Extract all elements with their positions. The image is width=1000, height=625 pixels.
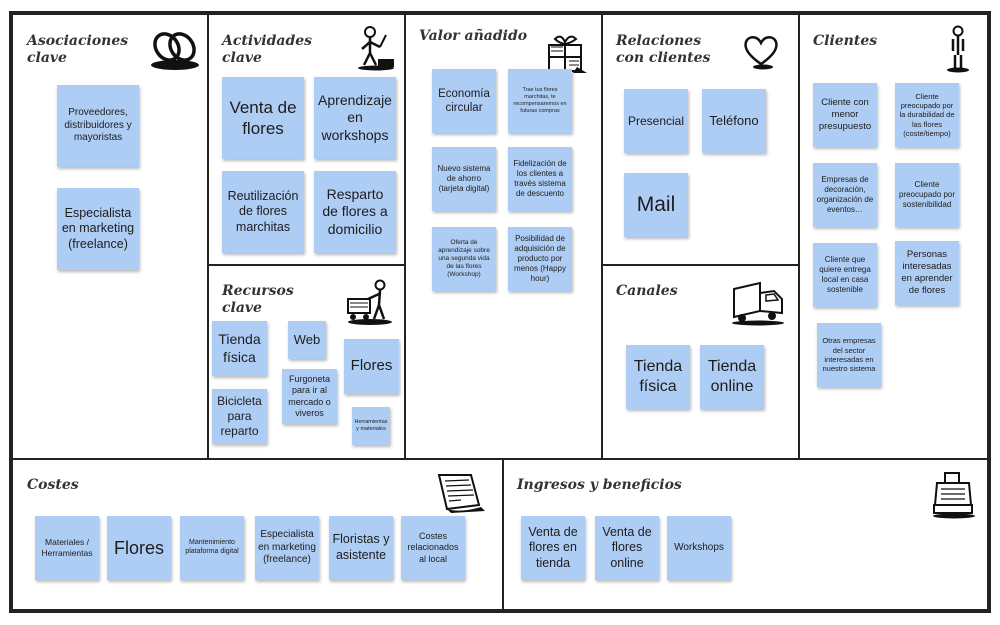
gift-box-icon: [543, 33, 589, 75]
sticky-note: Mantenimiento plataforma digital: [180, 516, 244, 580]
sticky-note: Economía circular: [432, 69, 496, 133]
sticky-note: Cliente preocupado por sostenibilidad: [895, 163, 959, 227]
sticky-note: Especialista en marketing (freelance): [57, 188, 139, 270]
sticky-note: Otras empresas del sector interesadas en…: [817, 323, 881, 387]
block-key-resources: Recursos clave Tienda física Web Flores …: [207, 264, 406, 460]
block-title-key-resources: Recursos clave: [222, 283, 294, 316]
block-title-value-proposition: Valor añadido: [419, 28, 528, 44]
sticky-note: Tienda online: [700, 345, 764, 409]
sticky-note: Costes relacionados al local: [401, 516, 465, 580]
sticky-note: Resparto de flores a domicilio: [314, 171, 396, 253]
sticky-note: Proveedores, distribuidores y mayoristas: [57, 85, 139, 167]
sticky-note: Teléfono: [702, 89, 766, 153]
person-pushing-cart-icon: [346, 279, 394, 327]
standing-person-icon: [945, 25, 971, 73]
sticky-note: Furgoneta para ir al mercado o viveros: [282, 369, 337, 424]
block-customer-relationships: Relaciones con clientes Presencial Teléf…: [601, 14, 800, 266]
sticky-note: Fidelización de los clientes a través si…: [508, 147, 572, 211]
sticky-note: Cliente con menor presupuesto: [813, 83, 877, 147]
cash-register-icon: [931, 471, 977, 519]
sticky-note: Reutilización de flores marchitas: [222, 171, 304, 253]
block-title-revenue-streams: Ingresos y beneficios: [517, 477, 682, 493]
delivery-truck-icon: [730, 281, 786, 327]
sticky-note: Venta de flores en tienda: [521, 516, 585, 580]
sticky-note: Tienda física: [626, 345, 690, 409]
block-title-customer-relationships: Relaciones con clientes: [616, 33, 711, 66]
sticky-note: Posibilidad de adquisición de producto p…: [508, 227, 572, 291]
block-channels: Canales Tienda física Tienda online: [601, 264, 800, 460]
sticky-note: Venta de flores online: [595, 516, 659, 580]
block-key-partners: Asociaciones clave Proveedores, distribu…: [12, 14, 209, 460]
sticky-note: Bicicleta para reparto: [212, 389, 267, 444]
block-cost-structure: Costes Materiales / Herramientas Flores …: [12, 458, 504, 610]
sticky-note: Cliente que quiere entrega local en casa…: [813, 243, 877, 307]
block-title-key-partners: Asociaciones clave: [27, 33, 129, 66]
sticky-note: Materiales / Herramientas: [35, 516, 99, 580]
chain-link-icon: [149, 29, 201, 71]
heart-icon: [742, 33, 780, 71]
sticky-note: Tienda física: [212, 321, 267, 376]
sticky-note: Floristas y asistente: [329, 516, 393, 580]
person-working-icon: [354, 25, 398, 71]
sticky-note: Personas interesadas en aprender de flor…: [895, 241, 959, 305]
sticky-note: Venta de flores: [222, 77, 304, 159]
sticky-note: Herramientas y materiales: [352, 407, 390, 445]
block-title-channels: Canales: [616, 283, 678, 299]
sticky-note: Empresas de decoración, organización de …: [813, 163, 877, 227]
sticky-note: Web: [288, 321, 326, 359]
block-title-key-activities: Actividades clave: [222, 33, 313, 66]
receipt-icon: [431, 471, 487, 515]
block-title-customer-segments: Clientes: [813, 33, 878, 49]
sticky-note: Nuevo sistema de ahorro (tarjeta digital…: [432, 147, 496, 211]
sticky-note: Flores: [107, 516, 171, 580]
business-model-canvas: Asociaciones clave Proveedores, distribu…: [9, 11, 991, 613]
sticky-note: Cliente preocupado por la durabilidad de…: [895, 83, 959, 147]
sticky-note: Aprendizaje en workshops: [314, 77, 396, 159]
block-value-proposition: Valor añadido Economía circular Trae tus…: [404, 14, 603, 460]
sticky-note: Mail: [624, 173, 688, 237]
sticky-note: Oferta de aprendizaje sobre una segunda …: [432, 227, 496, 291]
block-revenue-streams: Ingresos y beneficios Venta de flores en…: [502, 458, 988, 610]
block-key-activities: Actividades clave Venta de flores Aprend…: [207, 14, 406, 266]
sticky-note: Flores: [344, 339, 399, 394]
sticky-note: Workshops: [667, 516, 731, 580]
block-title-cost-structure: Costes: [27, 477, 79, 493]
sticky-note: Especialista en marketing (freelance): [255, 516, 319, 580]
sticky-note: Trae tus flores marchitas, te recompensa…: [508, 69, 572, 133]
sticky-note: Presencial: [624, 89, 688, 153]
block-customer-segments: Clientes Cliente con menor presupuesto C…: [798, 14, 988, 460]
